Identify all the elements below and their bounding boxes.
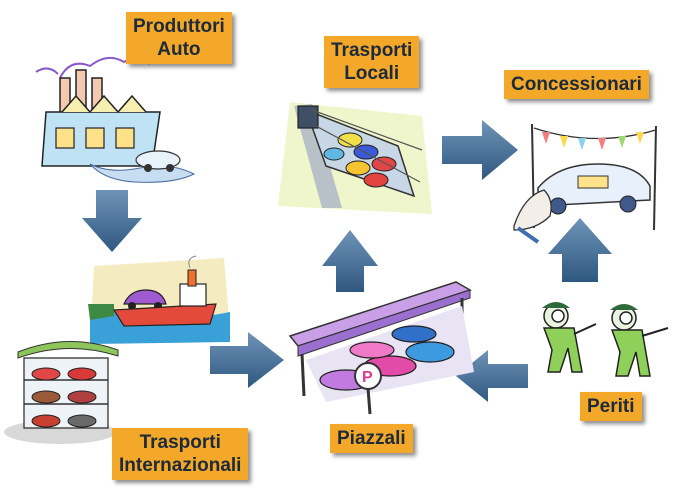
arrow-right-to-concessionari bbox=[442, 120, 518, 180]
label-produttori-line2: Auto bbox=[157, 39, 201, 60]
label-concessionari-line1: Concessionari bbox=[511, 74, 642, 95]
label-produttori-auto: Produttori Auto bbox=[126, 12, 232, 64]
label-periti-line1: Periti bbox=[587, 396, 635, 417]
factory-clipart bbox=[35, 56, 196, 183]
svg-text:P: P bbox=[362, 369, 373, 386]
label-trasporti-locali-line1: Trasporti bbox=[331, 40, 413, 61]
label-trasporti-locali: Trasporti Locali bbox=[324, 36, 420, 88]
ferry-ship-clipart bbox=[88, 255, 230, 344]
label-concessionari: Concessionari bbox=[504, 70, 649, 99]
multilevel-car-carrier-clipart bbox=[4, 340, 119, 444]
car-transporter-truck-clipart bbox=[278, 102, 432, 214]
arrow-right-to-piazzali bbox=[210, 332, 284, 388]
car-dealership-clipart bbox=[513, 123, 657, 244]
label-piazzali-line1: Piazzali bbox=[337, 428, 406, 449]
label-trasporti-internazionali: Trasporti Internazionali bbox=[112, 428, 249, 480]
arrow-left-to-piazzali bbox=[456, 350, 528, 402]
inspectors-clipart bbox=[542, 302, 669, 377]
label-trasporti-internazionali-line1: Trasporti bbox=[139, 432, 221, 453]
arrow-up-to-concessionari bbox=[548, 218, 612, 282]
arrow-down-produttori bbox=[82, 190, 142, 252]
label-trasporti-internazionali-line2: Internazionali bbox=[119, 455, 242, 476]
label-periti: Periti bbox=[580, 392, 642, 421]
label-piazzali: Piazzali bbox=[330, 424, 413, 453]
parking-lot-clipart: P bbox=[288, 281, 474, 415]
arrow-up-to-trasporti-locali bbox=[322, 230, 378, 292]
label-produttori-line1: Produttori bbox=[133, 16, 225, 37]
label-trasporti-locali-line2: Locali bbox=[344, 63, 400, 84]
